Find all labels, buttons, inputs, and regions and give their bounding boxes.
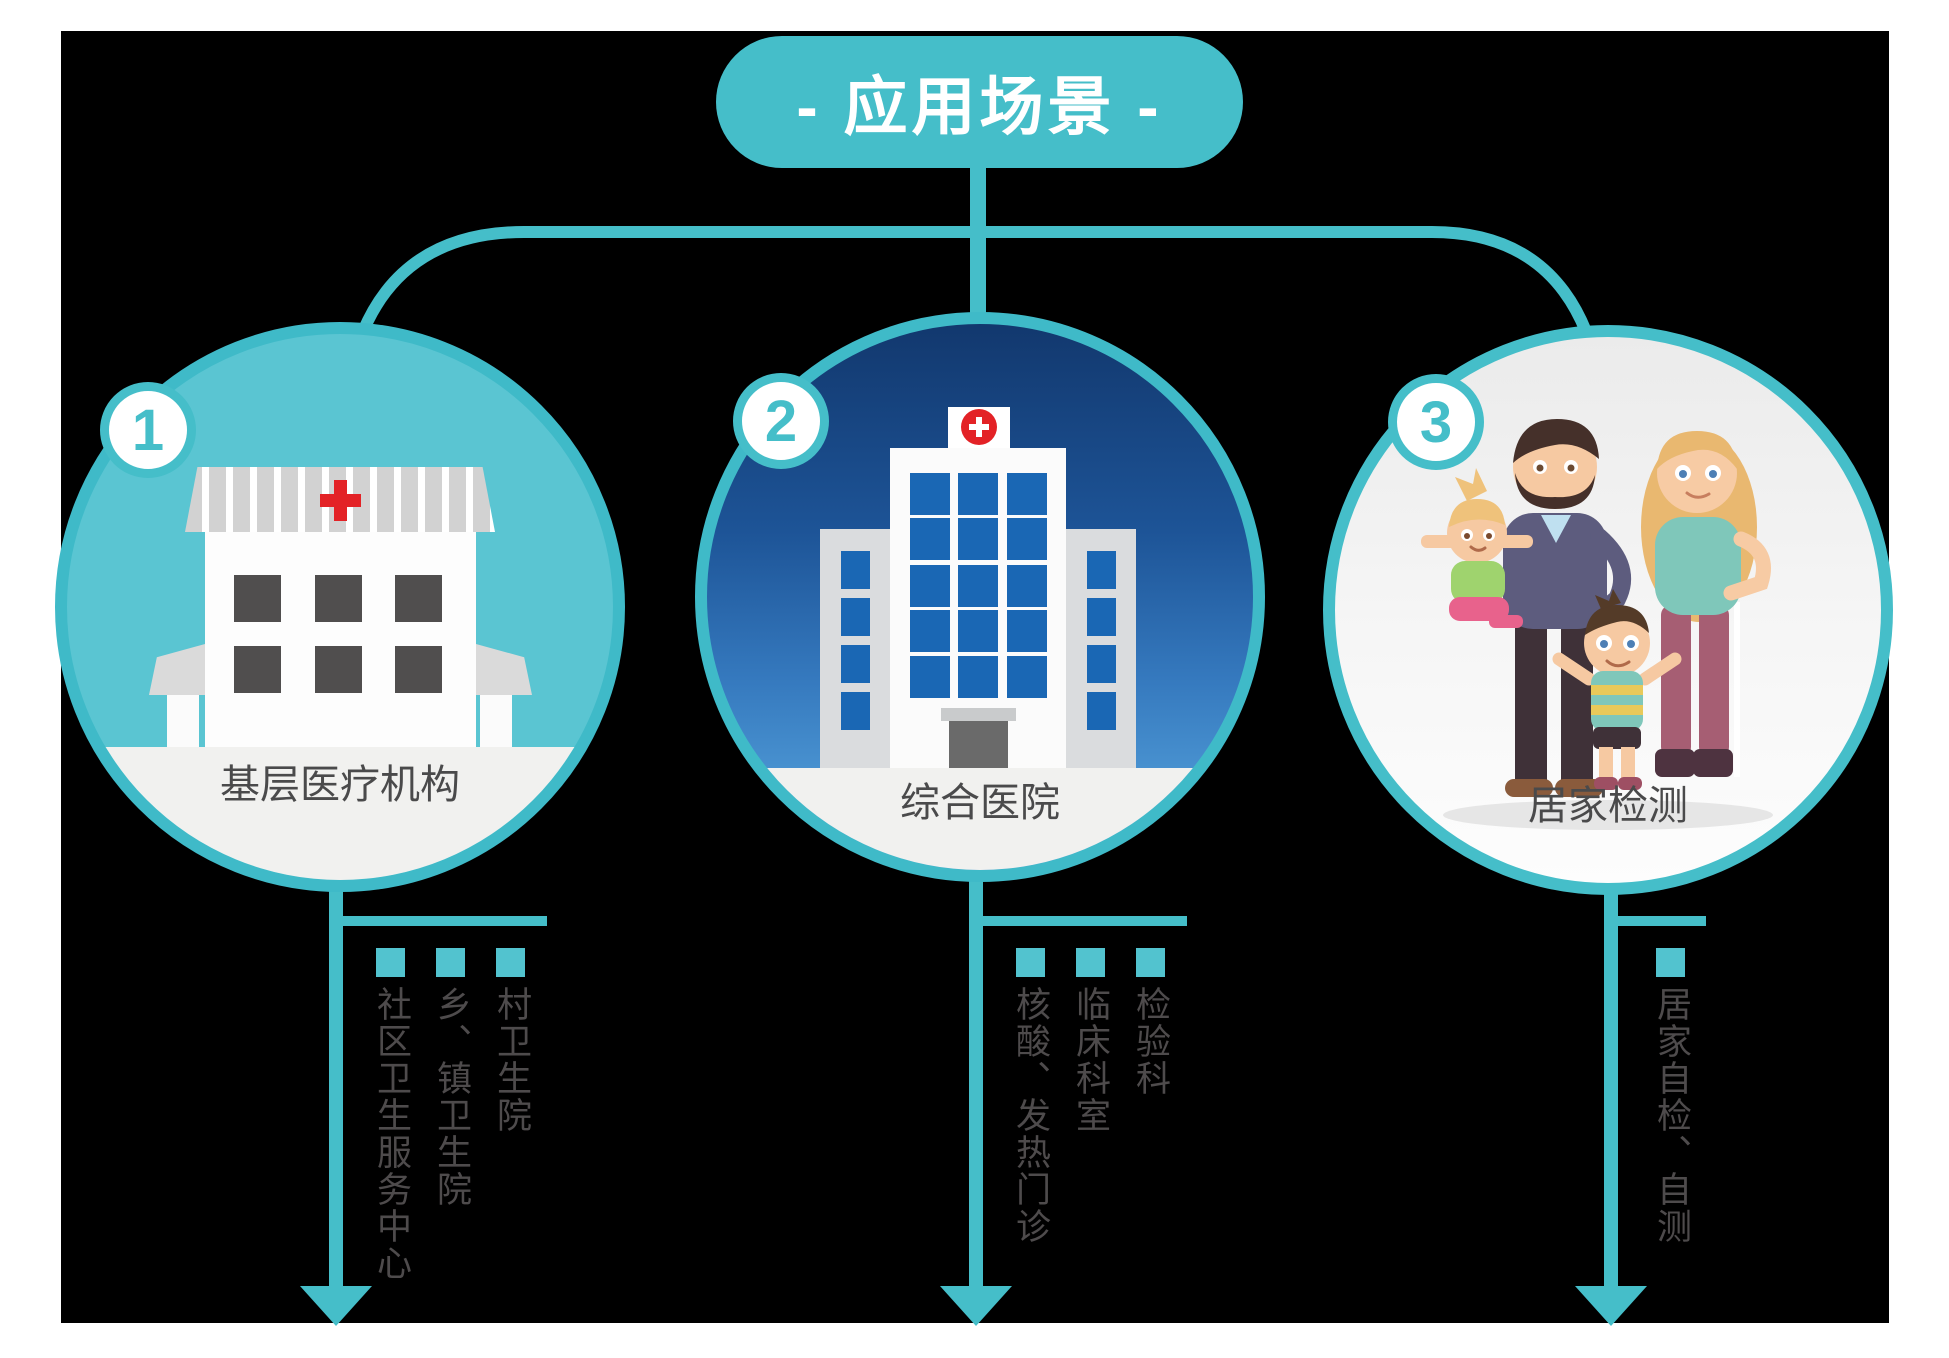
clinic-awning-left bbox=[149, 644, 205, 695]
tower-window bbox=[958, 610, 998, 652]
tower-window bbox=[910, 610, 950, 652]
ground-shadow bbox=[1443, 800, 1773, 830]
list-bullet-icon bbox=[1136, 948, 1165, 977]
tower-window bbox=[958, 565, 998, 607]
tower-window bbox=[910, 565, 950, 607]
family-illustration bbox=[1421, 419, 1773, 830]
item-list-primary-care: 村卫生院 乡、镇卫生院 社区卫生服务中心 bbox=[361, 986, 541, 1282]
tower-window bbox=[1007, 565, 1047, 607]
arrowhead-1 bbox=[300, 1286, 372, 1326]
ground-area bbox=[67, 747, 613, 880]
list-item: 核酸、发热门诊 bbox=[1011, 986, 1050, 1245]
item-list-home-testing: 居家自检、自测 bbox=[1641, 986, 1701, 1245]
wing-window bbox=[1087, 692, 1116, 730]
boy-figure bbox=[1552, 589, 1682, 790]
red-cross-icon bbox=[320, 480, 361, 521]
tower-window bbox=[958, 473, 998, 515]
canvas-margin-left bbox=[0, 0, 61, 1358]
hospital-door bbox=[949, 721, 1008, 768]
wing-window bbox=[1087, 645, 1116, 683]
ground-area bbox=[707, 768, 1253, 870]
baby-figure bbox=[1421, 468, 1533, 628]
scene-label-primary-care: 基层医疗机构 bbox=[220, 763, 460, 807]
scene-label-general-hospital: 综合医院 bbox=[900, 781, 1060, 825]
list-item: 居家自检、自测 bbox=[1652, 986, 1691, 1245]
list-bullet-icon bbox=[496, 948, 525, 977]
list-item: 村卫生院 bbox=[492, 986, 531, 1134]
tower-window bbox=[958, 656, 998, 698]
list-item: 检验科 bbox=[1131, 986, 1170, 1097]
clinic-window bbox=[315, 575, 362, 622]
canvas-margin-bottom bbox=[0, 1323, 1949, 1358]
tower-window bbox=[1007, 656, 1047, 698]
page-title: - 应用场景 - bbox=[796, 71, 1163, 143]
list-item: 乡、镇卫生院 bbox=[432, 986, 471, 1208]
clinic-post-left bbox=[167, 695, 199, 749]
arrowhead-2 bbox=[940, 1286, 1012, 1326]
tower-window bbox=[1007, 473, 1047, 515]
wing-window bbox=[841, 551, 870, 589]
tower-window bbox=[910, 518, 950, 560]
list-bullet-icon bbox=[376, 948, 405, 977]
number-badge-2: 2 bbox=[733, 373, 829, 469]
clinic-window bbox=[315, 646, 362, 693]
clinic-window bbox=[395, 575, 442, 622]
number-badge-1: 1 bbox=[100, 382, 196, 478]
title-pill: - 应用场景 - bbox=[716, 36, 1243, 168]
number-badge-3: 3 bbox=[1388, 374, 1484, 470]
list-item: 临床科室 bbox=[1071, 986, 1110, 1134]
canvas-margin-top bbox=[0, 0, 1949, 31]
clinic-window bbox=[234, 646, 281, 693]
wing-window bbox=[1087, 598, 1116, 636]
list-bullet-icon bbox=[436, 948, 465, 977]
wing-window bbox=[841, 598, 870, 636]
scene-label-home-testing: 居家检测 bbox=[1528, 784, 1688, 828]
arrowhead-3 bbox=[1575, 1286, 1647, 1326]
hospital-door-lintel bbox=[941, 708, 1016, 721]
badge-number: 1 bbox=[131, 397, 165, 463]
wing-window bbox=[841, 692, 870, 730]
tower-window bbox=[910, 473, 950, 515]
tower-window bbox=[910, 656, 950, 698]
tower-window bbox=[1007, 610, 1047, 652]
badge-number: 2 bbox=[764, 388, 798, 454]
clinic-window bbox=[234, 575, 281, 622]
list-bullet-icon bbox=[1076, 948, 1105, 977]
tower-window bbox=[1007, 518, 1047, 560]
list-bullet-icon bbox=[1656, 948, 1685, 977]
white-cross-icon bbox=[969, 417, 989, 437]
list-bullet-icon bbox=[1016, 948, 1045, 977]
wing-window bbox=[1087, 551, 1116, 589]
mother-figure bbox=[1641, 431, 1771, 777]
canvas-margin-right bbox=[1889, 0, 1949, 1358]
clinic-post-right bbox=[480, 695, 512, 749]
badge-number: 3 bbox=[1419, 389, 1453, 455]
clinic-awning-right bbox=[476, 644, 532, 695]
wing-window bbox=[841, 645, 870, 683]
item-list-general-hospital: 检验科 临床科室 核酸、发热门诊 bbox=[1000, 986, 1180, 1245]
list-item: 社区卫生服务中心 bbox=[372, 986, 411, 1282]
tower-window bbox=[958, 518, 998, 560]
clinic-window bbox=[395, 646, 442, 693]
